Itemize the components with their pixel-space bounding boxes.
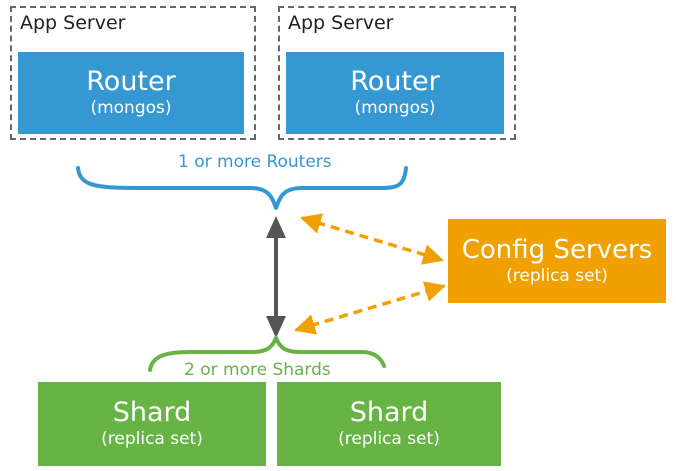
app-server-label: App Server [288,12,394,34]
router-subtitle: (mongos) [354,98,436,118]
shard-title: Shard [349,397,429,428]
shard-subtitle: (replica set) [101,429,203,449]
app-server-label: App Server [20,12,126,34]
shards-caption: 2 or more Shards [184,360,331,380]
shard-config-arrow [293,281,447,335]
config-servers-box: Config Servers (replica set) [448,219,666,303]
config-subtitle: (replica set) [506,266,608,286]
shard-box-1: Shard (replica set) [38,382,266,466]
shard-box-2: Shard (replica set) [277,382,501,466]
arrow-down-icon [266,316,286,338]
shards-brace [148,336,386,372]
router-config-arrow [299,213,445,265]
shard-title: Shard [112,397,192,428]
router-subtitle: (mongos) [90,98,172,118]
routers-brace [76,166,408,210]
router-box-1: Router (mongos) [18,52,244,134]
routers-caption: 1 or more Routers [178,152,332,172]
app-server-1: App Server Router (mongos) [10,6,256,140]
router-box-2: Router (mongos) [286,52,504,134]
shard-subtitle: (replica set) [338,429,440,449]
arrow-up-icon [266,216,286,238]
router-title: Router [86,66,176,97]
config-title: Config Servers [461,235,653,265]
app-server-2: App Server Router (mongos) [278,6,516,140]
router-title: Router [350,66,440,97]
